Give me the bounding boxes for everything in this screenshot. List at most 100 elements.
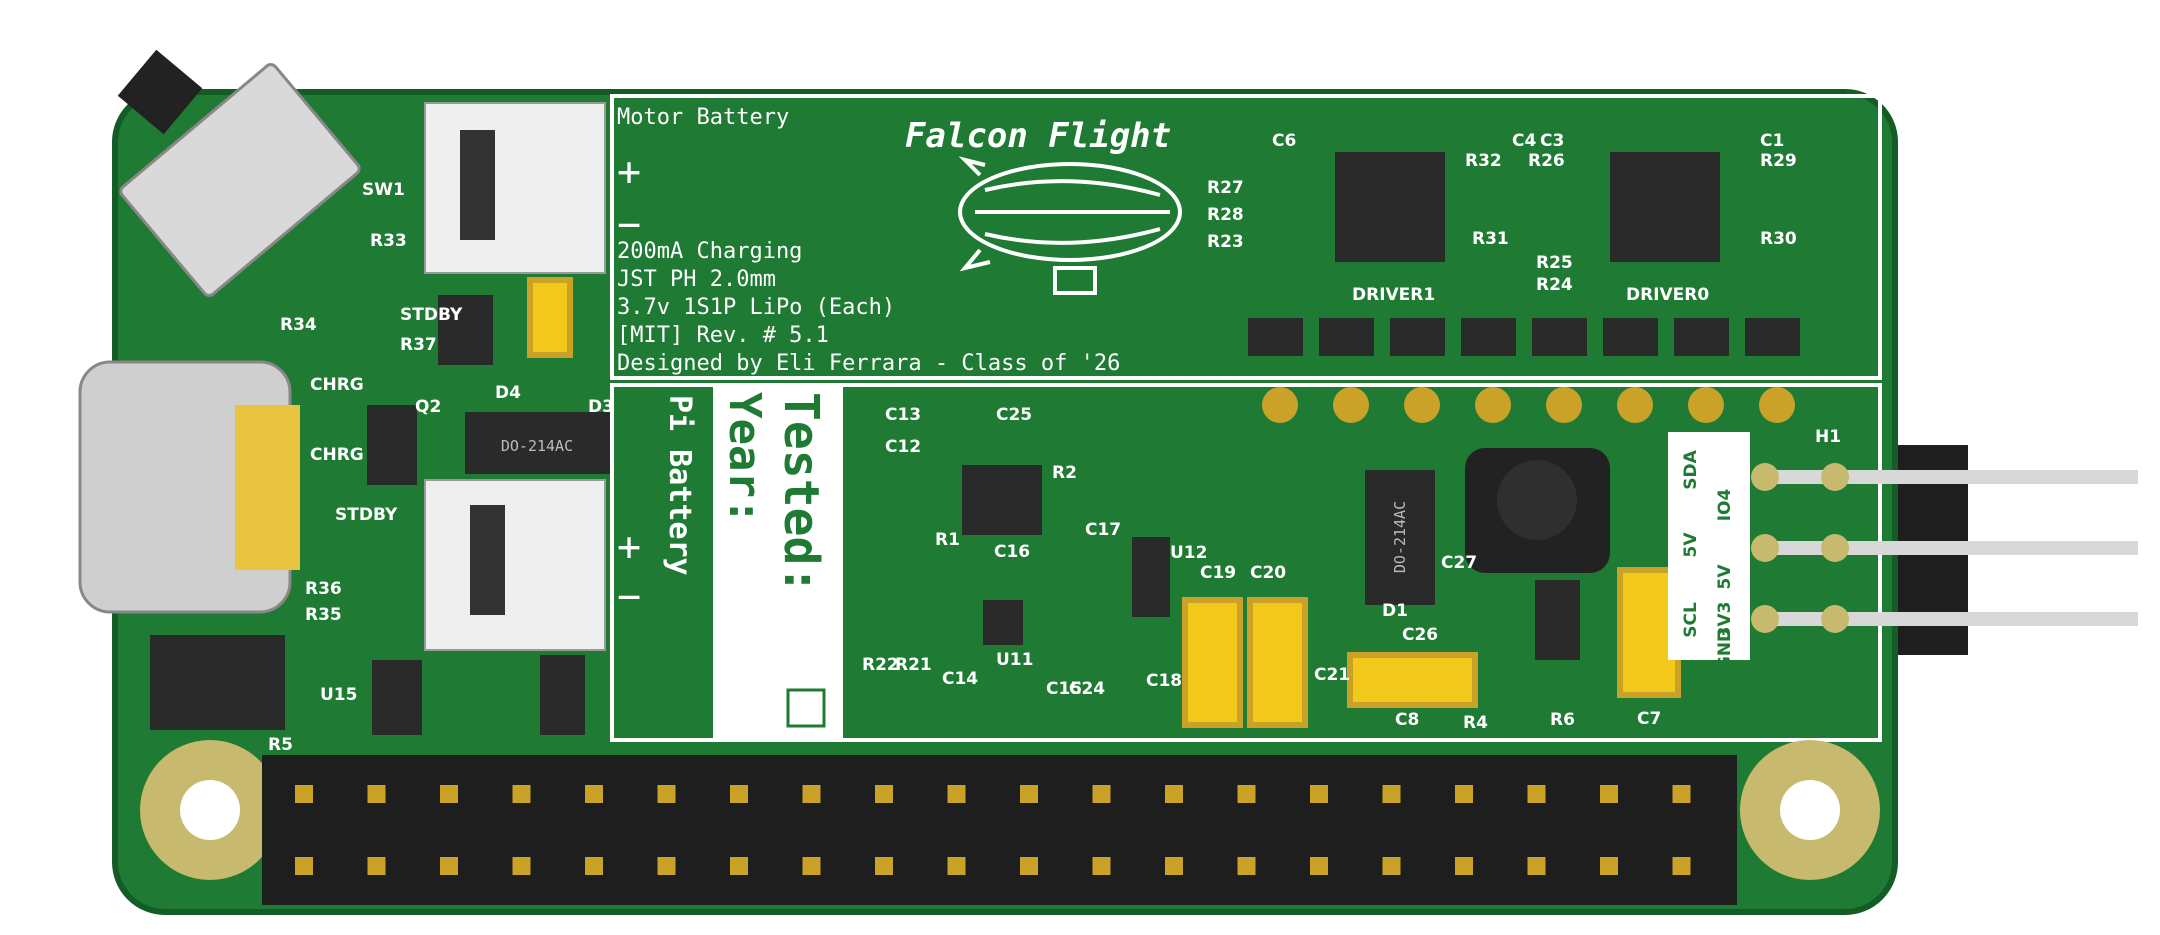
motor-plus: + [617,149,641,195]
test-block [713,385,843,740]
info-line: 3.7v 1S1P LiPo (Each) [617,295,895,320]
gpio-pin [1092,857,1111,875]
gold-pad [1759,387,1795,423]
gpio-pin [947,857,966,875]
gpio-pin [512,857,531,875]
gpio-pin [440,785,458,803]
gpio-pin [730,785,748,803]
gold-pad [1688,387,1724,423]
gpio-pin [875,785,893,803]
gpio-pin [730,857,748,875]
ref-designator: Q2 [415,397,441,417]
gpio-pin [1310,785,1328,803]
blimp-logo [958,156,1182,295]
ref-designator: CHRG [310,375,364,395]
tested-label: Tested: [773,392,829,594]
gpio-pin [585,785,603,803]
right-angle-header [1751,445,2138,655]
ref-designator: C8 [1395,710,1419,730]
ref-designator: U11 [996,650,1033,670]
ref-designator: R28 [1207,205,1244,225]
header-pin-label: GND [1715,628,1735,670]
slide-switch [117,49,361,297]
gold-pad [1475,387,1511,423]
ref-designator: C21 [1314,665,1350,685]
ref-designator: C6 [1272,131,1296,151]
gold-pad-row [1262,387,1795,423]
ref-designator: D3 [588,397,614,417]
ref-designator: SW1 [362,180,405,200]
ref-designator: C15 [1046,679,1082,699]
ref-designator: C24 [1069,679,1105,699]
ref-designator: C3 [1540,131,1564,151]
driver1-label: DRIVER1 [1352,285,1435,305]
gpio-pin [295,785,313,803]
ref-designator: C18 [1146,671,1182,691]
ref-designator: STDBY [335,505,398,525]
sot-chip [1674,318,1729,356]
pi-battery-label: Pi Battery [662,395,697,576]
ref-designator: C26 [1402,625,1438,645]
gold-pad [1546,387,1582,423]
ref-designator: R34 [280,315,317,335]
ref-designator: R4 [1463,713,1488,733]
diode-d1: DO-214AC [1365,470,1435,605]
mounting-hole-right [1740,740,1880,880]
ref-designator: R37 [400,335,437,355]
header-ref: H1 [1815,427,1841,447]
mounting-hole-left [140,740,280,880]
ref-designator: C1 [1760,131,1784,151]
driver0-label: DRIVER0 [1626,285,1709,305]
ref-designator: R31 [1472,229,1509,249]
gold-pad [1333,387,1369,423]
gpio-pin [1237,857,1256,875]
gpio-pin [1382,857,1401,875]
ref-designator: R29 [1760,151,1797,171]
ref-designator: C19 [1200,563,1236,583]
ref-designator: CHRG [310,445,364,465]
ref-designator: R2 [1052,463,1077,483]
pi-plus: + [617,524,641,570]
ref-designator: C17 [1085,520,1121,540]
year-label: Year: [719,392,770,524]
ref-designator: C12 [885,437,921,457]
tested-checkbox [786,688,826,728]
sot-chip [1461,318,1516,356]
gpio-pin [1092,785,1111,803]
ref-designator: C25 [996,405,1032,425]
gpio-pin [1455,857,1473,875]
gpio-pin [367,785,386,803]
ref-designator: U15 [320,685,357,705]
lower-panel [610,383,1882,742]
sot-chip [1532,318,1587,356]
ref-designator: C27 [1441,553,1477,573]
ref-designator: C14 [942,669,978,689]
gold-pad [1262,387,1298,423]
jst-motor-connector [424,102,606,274]
gpio-pin [1020,785,1038,803]
gpio-pin [875,857,893,875]
ref-designator: D1 [1382,601,1408,621]
diode-d4: DO-214AC [465,412,610,474]
gpio-pin [440,857,458,875]
info-line: Designed by Eli Ferrara - Class of '26 [617,351,1120,376]
ref-designator: R27 [1207,178,1244,198]
pi-minus: − [617,574,641,620]
gpio-pin [947,785,966,803]
gold-pad [1617,387,1653,423]
gpio-pin [1672,857,1691,875]
ref-designator: R22 [862,655,899,675]
sot-chip [1745,318,1800,356]
ref-designator: D4 [495,383,521,403]
info-line: [MIT] Rev. # 5.1 [617,323,829,348]
gpio-pin [1455,785,1473,803]
header-pin-label: 5V [1715,564,1735,590]
ref-designator: R33 [370,231,407,251]
ref-designator: R32 [1465,151,1502,171]
driver0-chip [1610,152,1720,262]
gpio-pin [1165,857,1183,875]
info-line: JST PH 2.0mm [617,267,776,292]
gpio-pin [1600,857,1618,875]
